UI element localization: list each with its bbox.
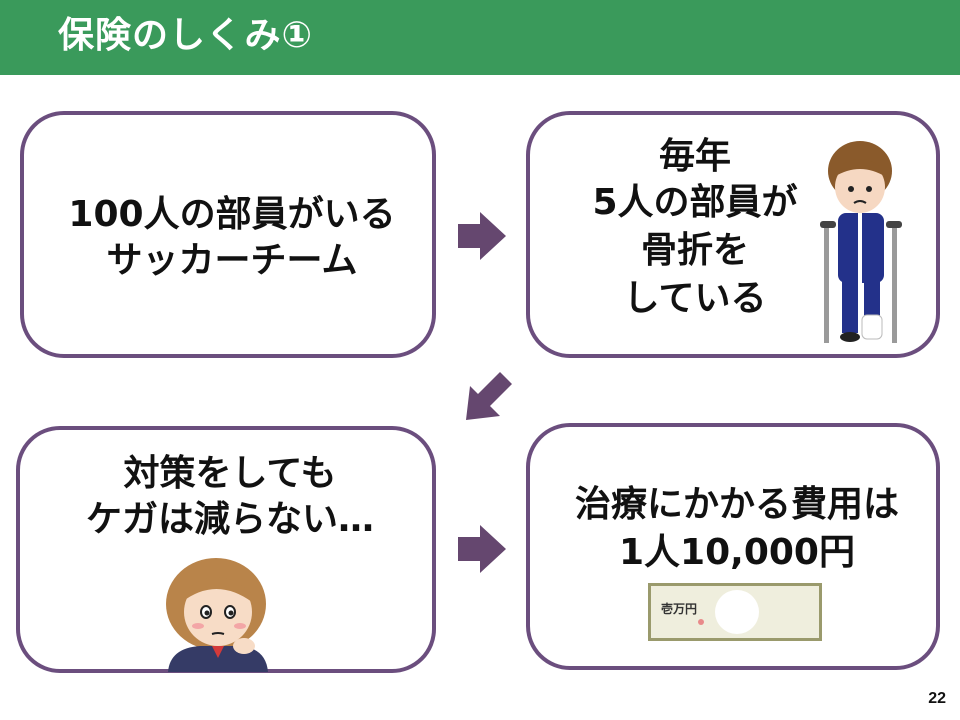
page-number: 22 <box>928 690 946 707</box>
banknote-illustration: 壱万円 <box>648 583 822 641</box>
step-text: 1人10,000円 <box>619 532 855 573</box>
step-text: 100人の部員がいる <box>68 194 396 235</box>
slide-title: 保険のしくみ① <box>58 15 313 56</box>
step-text: サッカーチーム <box>106 240 358 281</box>
banknote-seal <box>698 619 704 625</box>
step-text: している <box>623 278 767 319</box>
worried-girl-illustration <box>166 558 268 672</box>
arrow-down-left-icon <box>466 372 512 420</box>
step-text: 骨折を <box>640 230 749 271</box>
step-text: ケガは減らない… <box>85 499 374 540</box>
step-box-injuries: 毎年 5人の部員が 骨折を している <box>526 111 940 358</box>
banknote-watermark <box>715 590 759 634</box>
step-box-cost: 治療にかかる費用は 1人10,000円 壱万円 <box>526 423 940 670</box>
arrow-right-icon <box>458 525 506 573</box>
arrow-right-icon <box>458 212 506 260</box>
title-bar: 保険のしくみ① <box>0 0 960 75</box>
injured-boy-illustration <box>820 141 902 343</box>
step-text: 5人の部員が <box>592 182 798 223</box>
banknote-label: 壱万円 <box>661 602 698 616</box>
step-box-no-reduction: 対策をしても ケガは減らない… <box>16 426 436 673</box>
step-text: 毎年 <box>658 136 731 177</box>
step-text: 治療にかかる費用は <box>574 484 899 525</box>
step-text: 対策をしても <box>123 453 337 494</box>
step-box-team: 100人の部員がいる サッカーチーム <box>20 111 436 358</box>
